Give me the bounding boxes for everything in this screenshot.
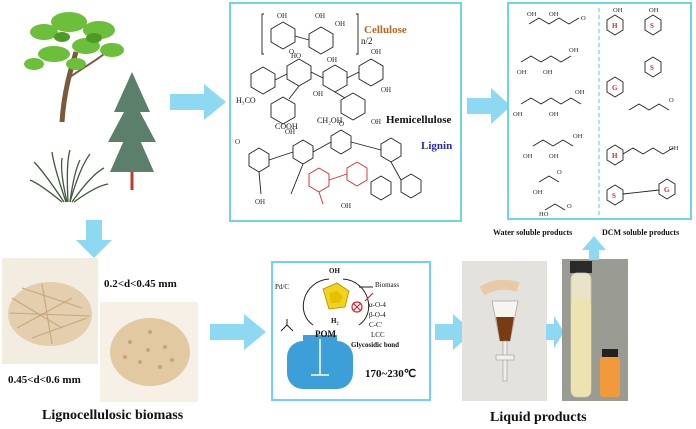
hemicellulose-label: Hemicellulose — [386, 114, 452, 126]
liquid-caption: Liquid products — [490, 410, 587, 425]
bond-alpha-o-4: α-O-4 — [369, 301, 386, 309]
temperature-label: 170~230℃ — [365, 368, 417, 380]
biomass-input-label: Biomass — [375, 281, 400, 289]
oh-label: OH — [329, 267, 340, 275]
size-small-label: 0.2<d<0.45 mm — [104, 278, 177, 290]
arrow-vials-to-products — [582, 236, 606, 260]
svg-text:OH: OH — [569, 47, 579, 54]
svg-text:O: O — [339, 120, 344, 128]
cooh-label: COOH — [275, 122, 298, 131]
polymer-structure-drawing: OH OH OH HO OH O OH OH OH OH OH O O OH OH — [235, 12, 422, 210]
svg-text:O: O — [235, 138, 240, 146]
bond-lcc: LCC — [371, 331, 385, 339]
svg-text:OH: OH — [315, 12, 325, 20]
reactor-drawing — [280, 278, 374, 389]
arrow-plants-to-biomass — [74, 220, 114, 260]
svg-text:OH: OH — [341, 202, 351, 210]
svg-text:O: O — [581, 15, 586, 22]
unit-s-mark: S — [650, 22, 654, 30]
svg-text:HO: HO — [291, 52, 301, 60]
unit-s-mark-2: S — [650, 64, 654, 72]
svg-text:OH: OH — [285, 128, 295, 136]
bond-beta-o-4: β-O-4 — [369, 311, 386, 319]
unit-h-mark: H — [612, 22, 618, 30]
lignin-label: Lignin — [421, 140, 453, 152]
repeat-subscript: n/2 — [361, 36, 373, 46]
svg-text:OH: OH — [381, 86, 391, 94]
svg-text:OH: OH — [313, 90, 323, 98]
unit-g-mark: G — [612, 84, 618, 92]
svg-text:OH: OH — [513, 111, 523, 118]
svg-text:OH: OH — [255, 198, 265, 206]
svg-text:OH: OH — [335, 20, 345, 28]
plant-illustration — [4, 2, 158, 218]
arrow-funnel-to-vials — [546, 312, 566, 352]
pom-label: POM — [315, 329, 336, 339]
biomass-caption: Lignocellulosic biomass — [42, 408, 184, 423]
svg-text:OH: OH — [649, 7, 659, 14]
arrow-sources-to-products — [467, 86, 513, 126]
water-soluble-label: Water soluble products — [493, 228, 573, 237]
separatory-funnel-photo — [462, 261, 547, 401]
bond-c-c: C-C' — [369, 321, 382, 329]
svg-text:O: O — [289, 48, 294, 56]
svg-text:OH: OH — [549, 11, 559, 18]
h2-label: H₂ — [331, 317, 339, 325]
ch2oh-label: CH₂OH — [317, 116, 343, 125]
biomass-photo-fine — [2, 258, 98, 364]
vials-photo — [562, 259, 628, 401]
bond-glycosidic: Glycosidic bond — [351, 341, 400, 349]
polymer-structures-panel: OH OH OH HO OH O OH OH OH OH OH O O OH OH Cellul… — [229, 2, 462, 222]
h3co-label: H₃CO — [236, 96, 256, 105]
svg-text:OH: OH — [371, 118, 381, 126]
svg-text:OH: OH — [549, 111, 559, 118]
svg-text:O: O — [669, 97, 674, 104]
biomass-photo-coarse — [100, 302, 198, 402]
svg-text:OH: OH — [573, 133, 583, 140]
reactor-panel: Pd/C OH Biomass H₂ POM α-O-4 β-O-4 C-C' … — [271, 261, 431, 401]
unit-h-mark-2: H — [612, 152, 618, 160]
catalyst-label: Pd/C — [275, 283, 290, 291]
svg-text:O: O — [557, 169, 562, 176]
svg-text:OH: OH — [613, 7, 623, 14]
arrow-reactor-to-liquid — [435, 312, 475, 352]
biomass-photo-background — [100, 258, 198, 302]
unit-g-mark-2: G — [664, 186, 670, 194]
svg-text:OH: OH — [327, 56, 337, 64]
svg-text:OH: OH — [527, 11, 537, 18]
svg-text:OH: OH — [549, 153, 559, 160]
svg-text:OH: OH — [543, 69, 553, 76]
cellulose-label: Cellulose — [364, 24, 407, 36]
svg-text:OH: OH — [517, 69, 527, 76]
svg-text:HO: HO — [539, 211, 549, 218]
unit-s-mark-3: S — [612, 192, 616, 200]
dcm-soluble-label: DCM soluble products — [602, 228, 680, 237]
svg-text:O: O — [567, 203, 572, 210]
svg-text:OH: OH — [575, 89, 585, 96]
svg-text:OH: OH — [533, 189, 543, 196]
arrow-biomass-to-reactor — [210, 312, 268, 352]
svg-text:OH: OH — [669, 145, 679, 152]
svg-text:OH: OH — [371, 48, 381, 56]
biomass-photo-background-2 — [2, 364, 98, 402]
svg-text:OH: OH — [523, 153, 533, 160]
arrow-plants-to-sources — [170, 82, 228, 122]
svg-text:OH: OH — [277, 12, 287, 20]
size-large-label: 0.45<d<0.6 mm — [8, 374, 81, 386]
